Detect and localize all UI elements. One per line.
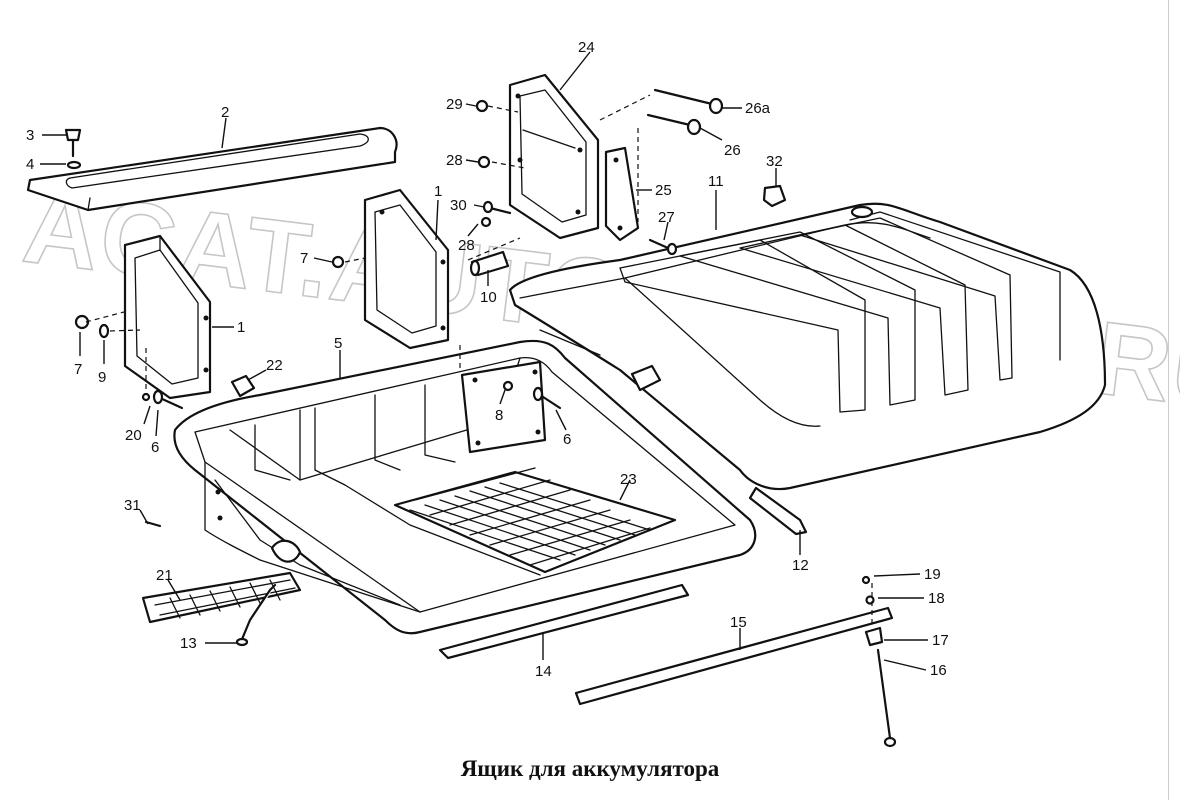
callout-23: 23: [620, 471, 637, 488]
callout-22: 22: [266, 357, 283, 374]
callout-31: 31: [124, 497, 141, 514]
callout-26a: 26a: [745, 100, 771, 117]
callout-26: 26: [724, 142, 741, 159]
hardware-parts: [64, 88, 897, 748]
callout-8: 8: [495, 407, 503, 424]
callout-2: 2: [221, 104, 229, 121]
callout-18: 18: [928, 590, 945, 607]
callout-15: 15: [730, 614, 747, 631]
callout-6-left: 6: [151, 439, 159, 456]
bracket-part-24: [508, 73, 600, 240]
callout-29: 29: [446, 96, 463, 113]
callout-28-top: 28: [446, 152, 463, 169]
callout-6-right: 6: [563, 431, 571, 448]
callout-9: 9: [98, 369, 106, 386]
callout-16: 16: [930, 662, 947, 679]
callout-30: 30: [450, 197, 467, 214]
callouts: 2 3 4 1 1 7 7 9 10 5 22 20 6 8 6 24 29 2…: [26, 39, 949, 680]
callout-25: 25: [655, 182, 672, 199]
callout-5: 5: [334, 335, 342, 352]
callout-21: 21: [156, 567, 173, 584]
callout-12: 12: [792, 557, 809, 574]
callout-10: 10: [480, 289, 497, 306]
battery-cover-part-11: [508, 202, 1107, 491]
callout-20: 20: [125, 427, 142, 444]
clamp-center-part-1: [363, 188, 450, 350]
assembly-guide-lines: [85, 94, 873, 628]
callout-17: 17: [932, 632, 949, 649]
callout-7-center: 7: [300, 250, 308, 267]
callout-3: 3: [26, 127, 34, 144]
page-edge-line: [1168, 0, 1169, 800]
callout-13: 13: [180, 635, 197, 652]
callout-7-left: 7: [74, 361, 82, 378]
callout-14: 14: [535, 663, 552, 680]
callout-11: 11: [708, 173, 724, 190]
diagram-title: Ящик для аккумулятора: [460, 756, 720, 781]
callout-27: 27: [658, 209, 675, 226]
strips: [141, 486, 894, 706]
callout-4: 4: [26, 156, 34, 173]
plate-part-25: [604, 146, 640, 242]
grid-mat-part-23: [393, 467, 677, 574]
callout-24: 24: [578, 39, 595, 56]
cross-bar-part-2: [26, 126, 398, 212]
callout-19: 19: [924, 566, 941, 583]
callout-1-center: 1: [434, 183, 442, 200]
leader-lines: [40, 51, 928, 671]
callout-1-left: 1: [237, 319, 245, 336]
callout-32: 32: [766, 153, 783, 170]
callout-28-bottom: 28: [458, 237, 475, 254]
